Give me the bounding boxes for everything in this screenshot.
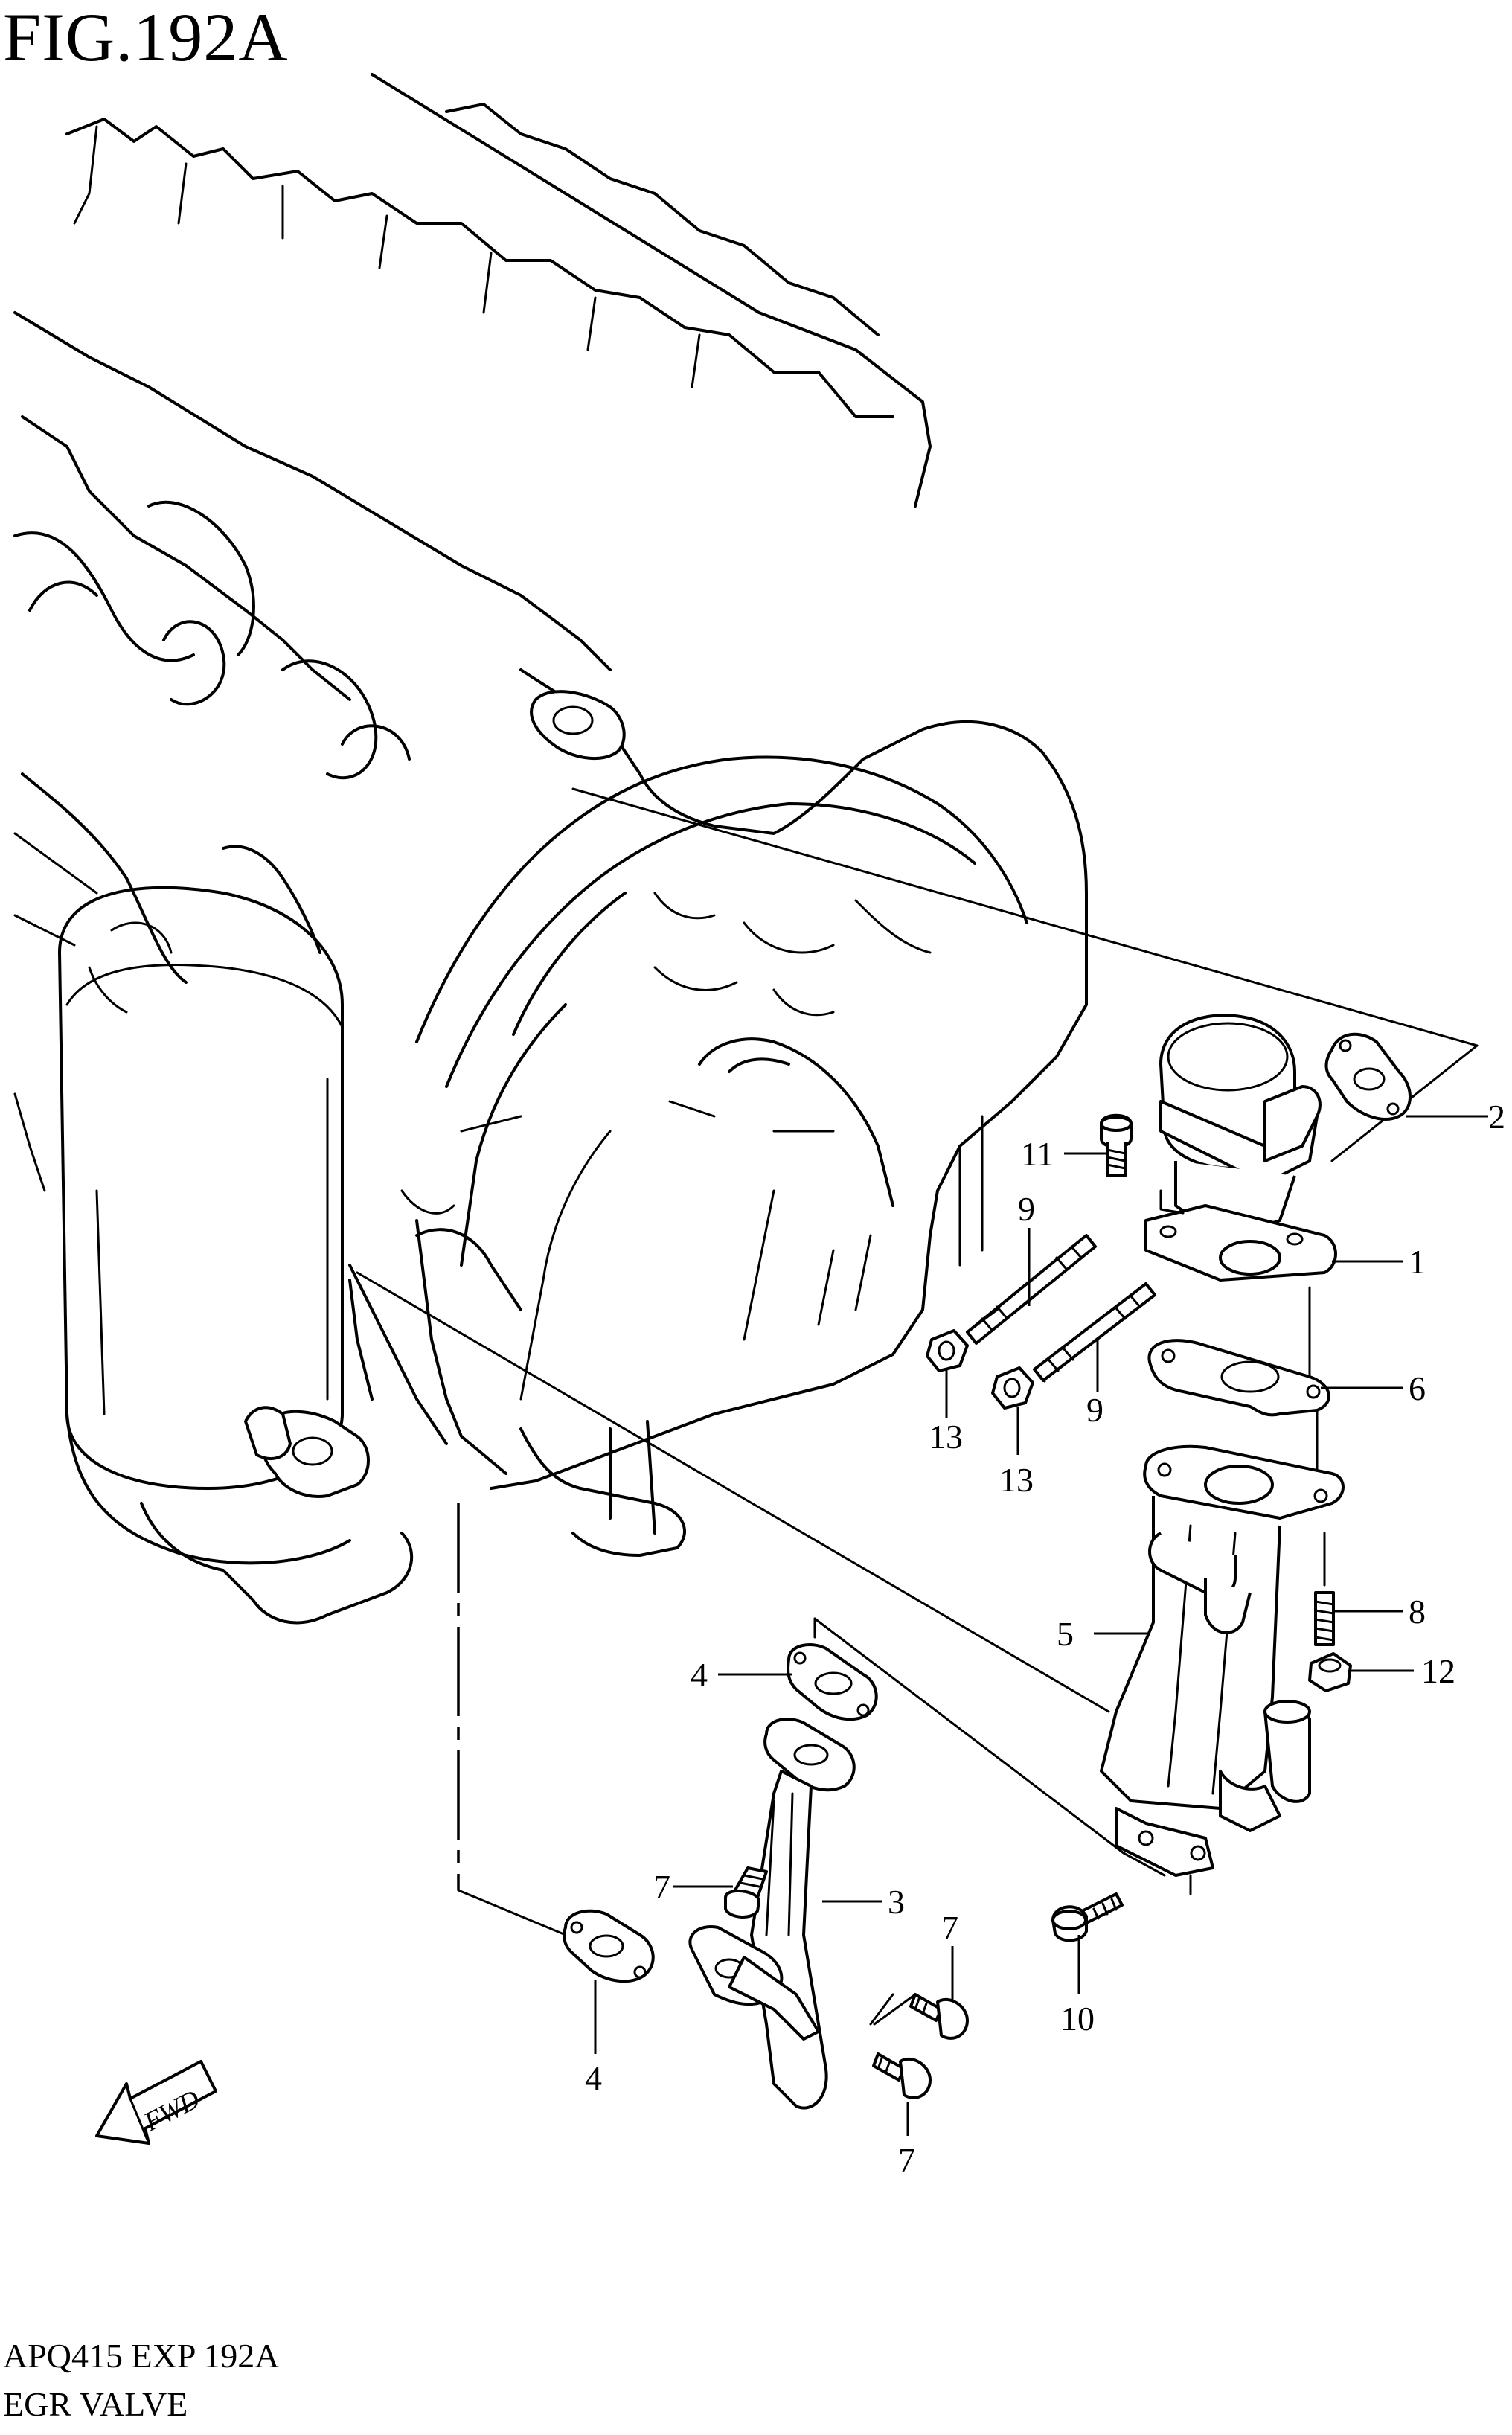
callout-10: 10 <box>1060 2000 1095 2038</box>
callout-numbers: 2 11 1 9 9 6 13 13 8 5 12 4 3 7 7 7 10 4 <box>585 1098 1505 2179</box>
callout-7-middle: 7 <box>941 1909 958 1947</box>
gasket-part-4-upper[interactable] <box>787 1643 878 1721</box>
nut-part-13-b[interactable] <box>991 1366 1034 1410</box>
gasket-part-6[interactable] <box>1147 1339 1330 1417</box>
bolt-part-7-middle[interactable] <box>909 1993 969 2040</box>
figure-name: EGR VALVE <box>3 2385 188 2423</box>
callout-3: 3 <box>888 1883 905 1921</box>
callout-1: 1 <box>1409 1243 1426 1281</box>
bolt-part-7-upper[interactable] <box>724 1866 768 1919</box>
callout-9-upper: 9 <box>1018 1190 1035 1228</box>
egr-valve-part-1[interactable] <box>1144 1014 1337 1282</box>
callout-11: 11 <box>1021 1135 1054 1173</box>
callout-6: 6 <box>1409 1369 1426 1407</box>
stud-part-8[interactable] <box>1314 1591 1335 1646</box>
callout-4-upper: 4 <box>691 1656 708 1694</box>
callout-13-a: 13 <box>929 1418 963 1456</box>
bolt-part-11[interactable] <box>1100 1113 1133 1177</box>
callout-7-lower: 7 <box>898 2141 915 2179</box>
callout-7-upper: 7 <box>653 1868 670 1906</box>
gasket-part-2[interactable] <box>1324 1032 1412 1121</box>
callout-leaders <box>594 1115 1488 2136</box>
nut-part-13-a[interactable] <box>926 1329 969 1372</box>
callout-5: 5 <box>1057 1615 1074 1653</box>
stud-part-9-lower[interactable] <box>1033 1282 1156 1383</box>
gasket-part-4-lower[interactable] <box>563 1909 655 1983</box>
callout-4-lower: 4 <box>585 2059 602 2097</box>
callout-2: 2 <box>1488 1098 1505 1136</box>
bolt-part-10[interactable] <box>1051 1892 1124 1942</box>
callout-12: 12 <box>1421 1652 1455 1690</box>
callout-13-b: 13 <box>999 1461 1034 1499</box>
engine-block-drawing <box>13 73 1088 1625</box>
egr-cooler-part-5[interactable] <box>1100 1444 1345 1895</box>
figure-code: APQ415 EXP 192A <box>3 2337 280 2375</box>
callout-8: 8 <box>1409 1593 1426 1631</box>
stud-part-9-upper[interactable] <box>966 1234 1097 1345</box>
nut-part-12[interactable] <box>1308 1652 1352 1692</box>
assembly-leader-lines <box>356 787 1479 2026</box>
bolt-part-7-lower[interactable] <box>872 2052 932 2099</box>
fwd-arrow-icon: FWD <box>95 2060 217 2145</box>
figure-title: FIG.192A <box>3 0 289 75</box>
callout-9-lower: 9 <box>1086 1391 1103 1429</box>
egr-pipe-part-3[interactable] <box>688 1718 856 2110</box>
